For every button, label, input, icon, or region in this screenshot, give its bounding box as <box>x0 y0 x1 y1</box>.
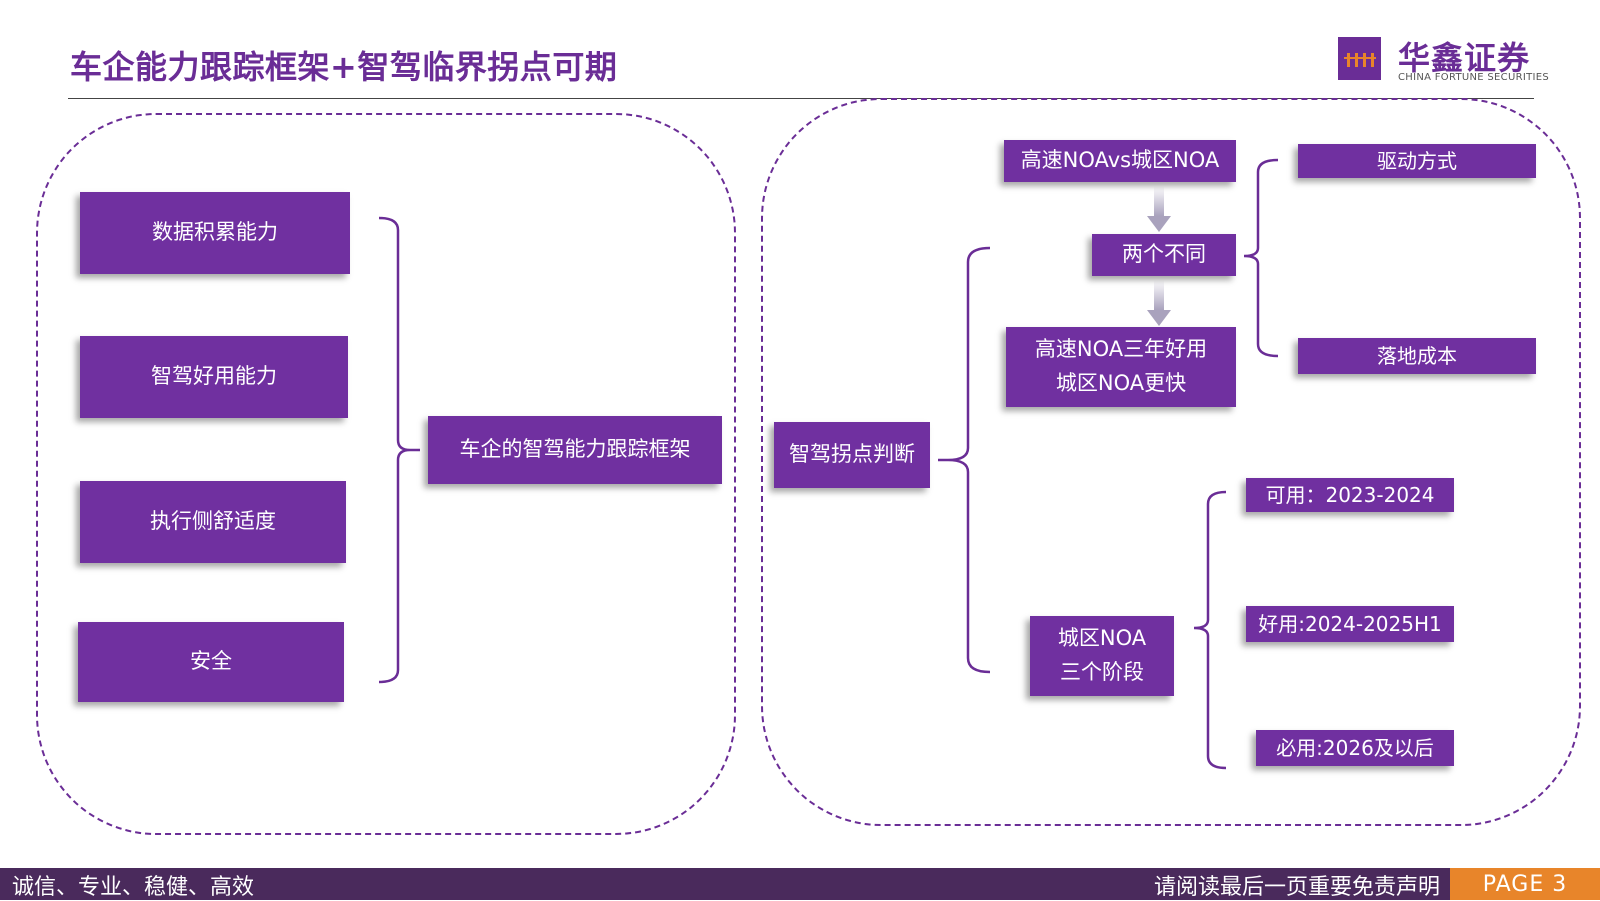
conclusion-box: 高速NOA三年好用 城区NOA更快 <box>1006 327 1236 407</box>
arrow-down-icon <box>1147 280 1171 330</box>
left-panel <box>36 113 736 835</box>
capability-box: 数据积累能力 <box>80 192 350 274</box>
capability-box: 智驾好用能力 <box>80 336 348 418</box>
title-divider <box>68 98 1534 99</box>
brand-name: 华鑫证券 <box>1398 39 1531 77</box>
arrow-down-icon <box>1147 186 1171 236</box>
footer-motto: 诚信、专业、稳健、高效 <box>12 875 255 900</box>
root-judgement-box: 智驾拐点判断 <box>774 422 930 488</box>
compare-box: 高速NOAvs城区NOA <box>1004 140 1236 182</box>
footer-disclaimer[interactable]: 请阅读最后一页重要免责声明 <box>1153 875 1440 900</box>
page-title: 车企能力跟踪框架+智驾临界拐点可期 <box>70 48 618 86</box>
factor-box: 驱动方式 <box>1298 144 1536 178</box>
stage-box: 可用：2023-2024 <box>1246 478 1454 512</box>
stage-box: 必用:2026及以后 <box>1256 730 1454 766</box>
brand-logo-icon <box>1338 37 1381 80</box>
capability-box: 执行侧舒适度 <box>80 481 346 563</box>
right-panel <box>761 98 1581 826</box>
difference-box: 两个不同 <box>1092 234 1236 276</box>
page-number: PAGE 3 <box>1450 868 1600 900</box>
brand-subtitle: CHINA FORTUNE SECURITIES <box>1398 72 1549 83</box>
stage-box: 好用:2024-2025H1 <box>1246 606 1454 642</box>
footer-bar <box>0 868 1600 900</box>
stages-node-box: 城区NOA 三个阶段 <box>1030 616 1174 696</box>
factor-box: 落地成本 <box>1298 338 1536 374</box>
framework-box: 车企的智驾能力跟踪框架 <box>428 416 722 484</box>
capability-box: 安全 <box>78 622 344 702</box>
